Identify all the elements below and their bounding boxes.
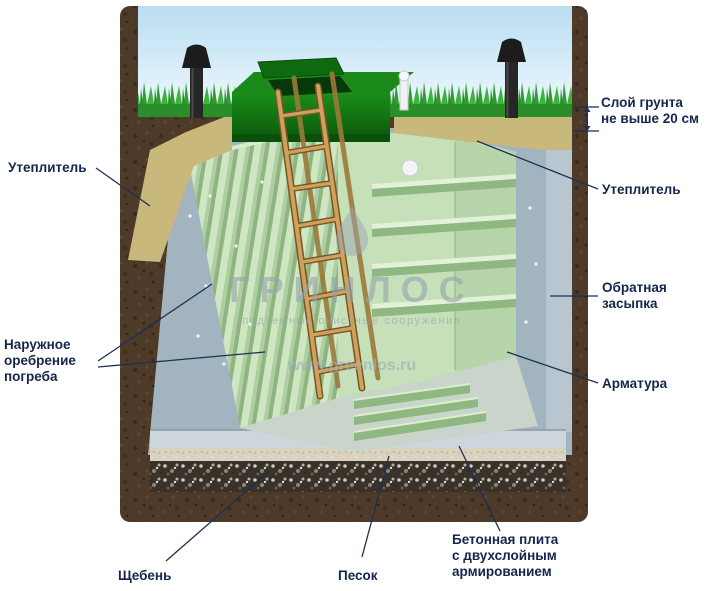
label-line: Слой грунта xyxy=(601,95,683,110)
label-line: Бетонная плита xyxy=(452,532,559,547)
label-line: погреба xyxy=(4,368,58,384)
label-line: армированием xyxy=(452,563,552,579)
wall-vent-hole xyxy=(401,159,419,177)
watermark-tagline: подземные очистные сооружения xyxy=(243,315,462,327)
leader-ribbing-b xyxy=(97,351,266,368)
label-external-ribbing: Наружное оребрение погреба xyxy=(4,337,76,385)
leader-uteplitel-right xyxy=(476,140,599,190)
label-crushed-stone: Щебень xyxy=(118,568,172,583)
label-line: оребрение xyxy=(4,352,76,368)
leader-rebar xyxy=(506,351,599,384)
drip-specks xyxy=(188,180,538,366)
leader-ribbing-a xyxy=(97,283,213,362)
watermark: ГРИНЛОС подземные очистные сооружения ww… xyxy=(229,206,475,374)
leader-concrete-slab xyxy=(458,445,501,532)
label-line: не выше 20 см xyxy=(601,110,700,126)
label-uteplitel-left: Утеплитель xyxy=(8,160,87,175)
white-vent-pipe xyxy=(398,70,410,111)
label-concrete-slab: Бетонная плита с двухслойным армирование… xyxy=(452,532,558,580)
leader-crushed-stone xyxy=(165,471,269,562)
label-sand: Песок xyxy=(338,568,378,583)
leader-uteplitel-left xyxy=(95,167,151,207)
label-line: засыпка xyxy=(602,295,658,311)
insulation-top-right xyxy=(394,114,572,150)
vent-pipe-left-icon xyxy=(182,44,211,118)
ribbed-outer-wall xyxy=(188,124,338,428)
label-rebar: Арматура xyxy=(602,376,668,391)
label-line: с двухслойным xyxy=(452,547,557,563)
hatch-lid xyxy=(257,57,345,79)
cellar-right-wall xyxy=(455,139,516,372)
watermark-url: www.greenlos.ru xyxy=(287,357,416,374)
base-plate-ribs xyxy=(353,383,487,441)
cellar-lid xyxy=(232,57,414,142)
vent-pipe-right-icon xyxy=(497,38,526,118)
label-line: Обратная xyxy=(602,280,667,295)
label-soil-layer: Слой грунта не выше 20 см xyxy=(601,95,699,127)
label-uteplitel-right: Утеплитель xyxy=(602,182,681,197)
label-line: Наружное xyxy=(4,337,71,352)
drop-watermark-icon xyxy=(336,206,368,256)
leader-sand xyxy=(361,455,390,558)
soil-depth-dimension xyxy=(574,106,599,132)
backfill-right xyxy=(546,150,572,432)
watermark-brand: ГРИНЛОС xyxy=(229,269,475,310)
interior-ribs xyxy=(372,174,516,317)
leader-lines xyxy=(95,140,599,562)
insulation-left xyxy=(128,114,232,262)
label-backfill: Обратная засыпка xyxy=(602,280,667,312)
gravel-layer xyxy=(150,461,566,492)
